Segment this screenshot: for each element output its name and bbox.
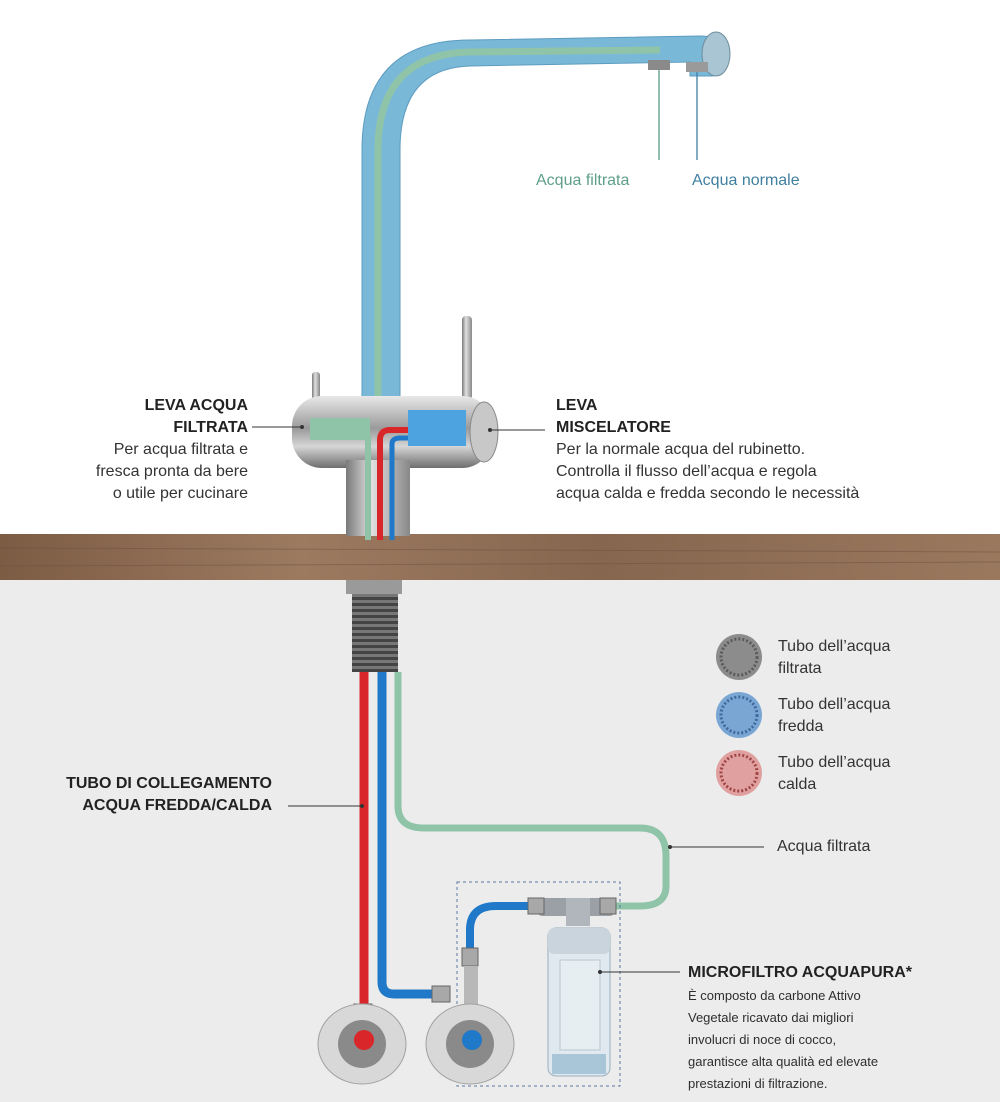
faucet-spout [361, 35, 729, 421]
filter-inlet-tube [466, 902, 540, 958]
filtered-water-tube-label: Acqua filtrata [777, 838, 871, 855]
legend-filtered-line1: Tubo dell’acqua [778, 638, 891, 655]
right-lever-stick [462, 316, 472, 400]
filtered-water-tube [394, 672, 670, 910]
left-lever-title-1: LEVA ACQUA [144, 397, 248, 414]
left-lever-title-2: FILTRATA [173, 419, 248, 436]
legend-hot-line2: calda [778, 776, 817, 793]
right-lever-title-2: MISCELATORE [556, 419, 671, 436]
legend-filtered-line2: filtrata [778, 660, 822, 677]
right-lever-desc-2: Controlla il flusso dell’acqua e regola [556, 463, 817, 480]
filtered-channel [374, 46, 661, 420]
right-lever-desc-3: acqua calda e fredda secondo le necessit… [556, 485, 860, 502]
legend-cold-line1: Tubo dell’acqua [778, 696, 891, 713]
legend-swatch-cold [716, 692, 762, 738]
microfilter-desc-5: prestazioni di filtrazione. [688, 1076, 828, 1091]
microfilter-title: MICROFILTRO ACQUAPURA* [688, 964, 912, 981]
left-lever-desc-3: o utile per cucinare [112, 485, 248, 502]
legend-swatch-hot [716, 750, 762, 796]
filtered-spout-label: Acqua filtrata [536, 172, 630, 189]
left-lever-stick [312, 372, 320, 402]
legend-swatch-filtered [716, 634, 762, 680]
microfilter-desc-2: Vegetale ricavato dai migliori [688, 1010, 854, 1025]
normal-spout-label: Acqua normale [692, 172, 800, 189]
filtered-cartridge [310, 418, 370, 440]
microfilter-desc-4: garantisce alta qualità ed elevate [688, 1054, 879, 1069]
filter-box [456, 881, 621, 1087]
left-lever-desc-2: fresca pronta da bere [95, 463, 248, 480]
right-lever-desc-1: Per la normale acqua del rubinetto. [556, 441, 806, 458]
mixer-cartridge [408, 410, 466, 446]
connection-tube-title-1: TUBO DI COLLEGAMENTO [66, 775, 272, 792]
microfilter-desc-1: È composto da carbone Attivo [688, 988, 861, 1003]
legend-cold-line2: fredda [778, 718, 824, 735]
threaded-shank [352, 594, 398, 672]
microfilter-desc-3: involucri di noce di cocco, [688, 1032, 837, 1047]
cold-water-tube [377, 672, 438, 999]
right-lever-title-1: LEVA [556, 397, 598, 414]
countertop [0, 534, 1000, 580]
legend-hot-line1: Tubo dell’acqua [778, 754, 891, 771]
connection-tube-title-2: ACQUA FREDDA/CALDA [82, 797, 272, 814]
left-lever-desc-1: Per acqua filtrata e [113, 441, 248, 458]
upper-background [0, 0, 1000, 540]
